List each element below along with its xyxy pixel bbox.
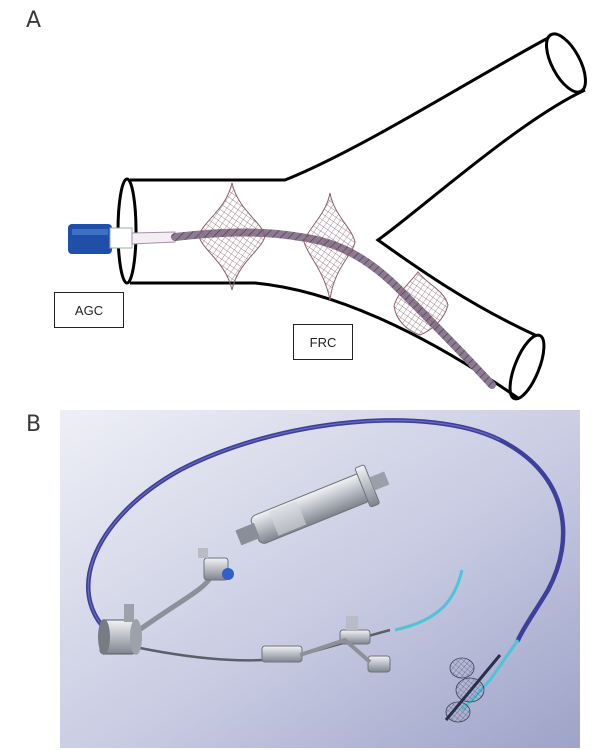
photo-background [60,410,580,748]
